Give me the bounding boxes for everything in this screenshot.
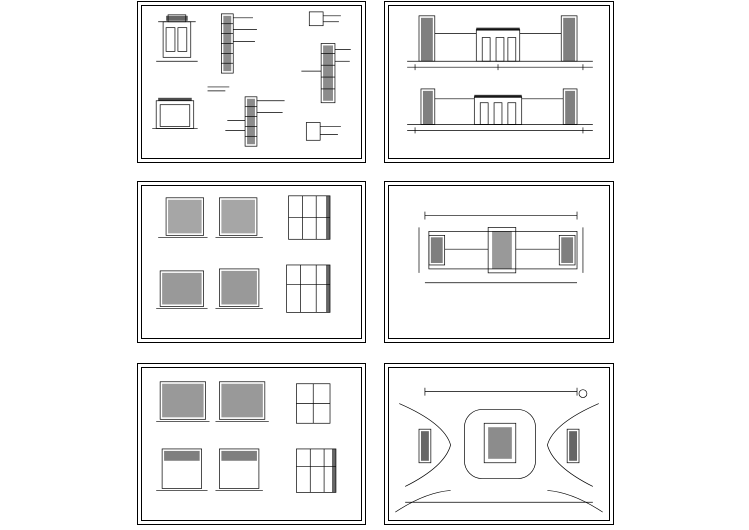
drawing-sheet-1[interactable]: [137, 1, 366, 163]
gate-elevations: [407, 15, 593, 134]
site-plan: [395, 387, 603, 513]
drawing-sheet-3[interactable]: [137, 181, 366, 343]
drawing-sheet-6[interactable]: [384, 363, 614, 525]
wall-elevations: [156, 381, 337, 493]
drawing-sheet-2[interactable]: [384, 1, 614, 163]
detail-drawings: [152, 11, 351, 147]
facade-elevations: [156, 195, 331, 313]
floor-plan: [418, 211, 584, 284]
drawing-sheet-5[interactable]: [137, 363, 366, 525]
drawing-sheet-4[interactable]: [384, 181, 614, 343]
